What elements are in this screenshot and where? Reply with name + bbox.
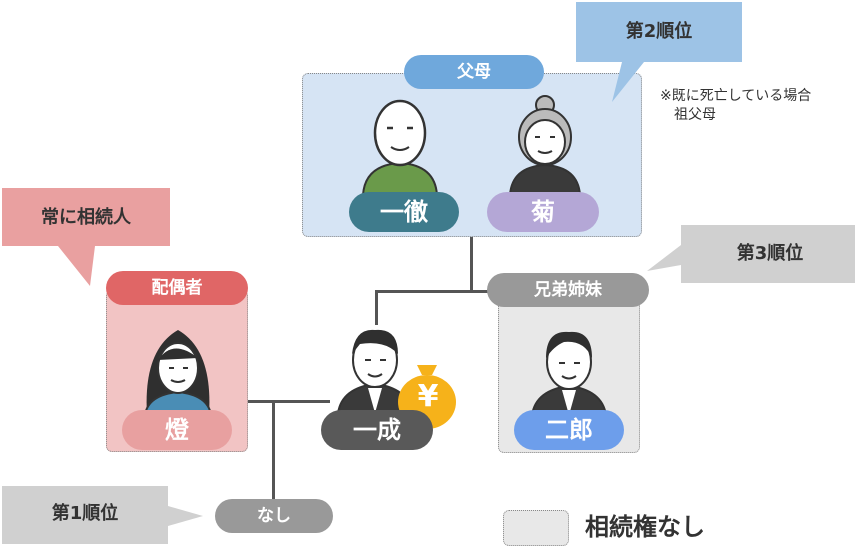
children-label: なし bbox=[215, 499, 333, 533]
spouse-group-label: 配偶者 bbox=[106, 271, 248, 305]
marriage-line bbox=[200, 400, 330, 403]
rank2-callout-shape bbox=[576, 2, 742, 102]
always-heir-callout: 常に相続人 bbox=[41, 207, 131, 228]
grandparents-note-line1: ※既に死亡している場合 bbox=[660, 88, 812, 104]
parents-group-label: 父母 bbox=[404, 55, 544, 89]
father-avatar bbox=[361, 99, 439, 196]
legend-swatch bbox=[503, 510, 569, 546]
siblings-group-label: 兄弟姉妹 bbox=[487, 273, 649, 307]
mother-avatar bbox=[508, 95, 582, 196]
rank1-callout-shape bbox=[2, 486, 203, 544]
always-heir-callout-shape bbox=[2, 188, 170, 286]
mother-name-badge: 菊 bbox=[487, 192, 599, 232]
money-symbol: ¥ bbox=[417, 379, 439, 414]
legend-label: 相続権なし bbox=[585, 513, 705, 541]
brother-name-badge: 二郎 bbox=[514, 410, 624, 450]
siblings-horizontal-line bbox=[376, 290, 571, 293]
father-name-badge: 一徹 bbox=[349, 192, 459, 232]
rank1-callout: 第1順位 bbox=[51, 503, 119, 524]
rank3-callout: 第3順位 bbox=[736, 243, 804, 264]
deceased-drop-line bbox=[375, 290, 378, 325]
spouse-avatar bbox=[143, 330, 213, 416]
deceased-name-badge: 一成 bbox=[321, 410, 433, 450]
brother-avatar bbox=[530, 331, 608, 416]
grandparents-note-line2: 祖父母 bbox=[674, 107, 716, 123]
rank3-callout-shape bbox=[647, 225, 855, 283]
rank2-callout: 第2順位 bbox=[625, 21, 693, 42]
children-line bbox=[272, 400, 275, 515]
spouse-name-badge: 燈 bbox=[122, 410, 232, 450]
